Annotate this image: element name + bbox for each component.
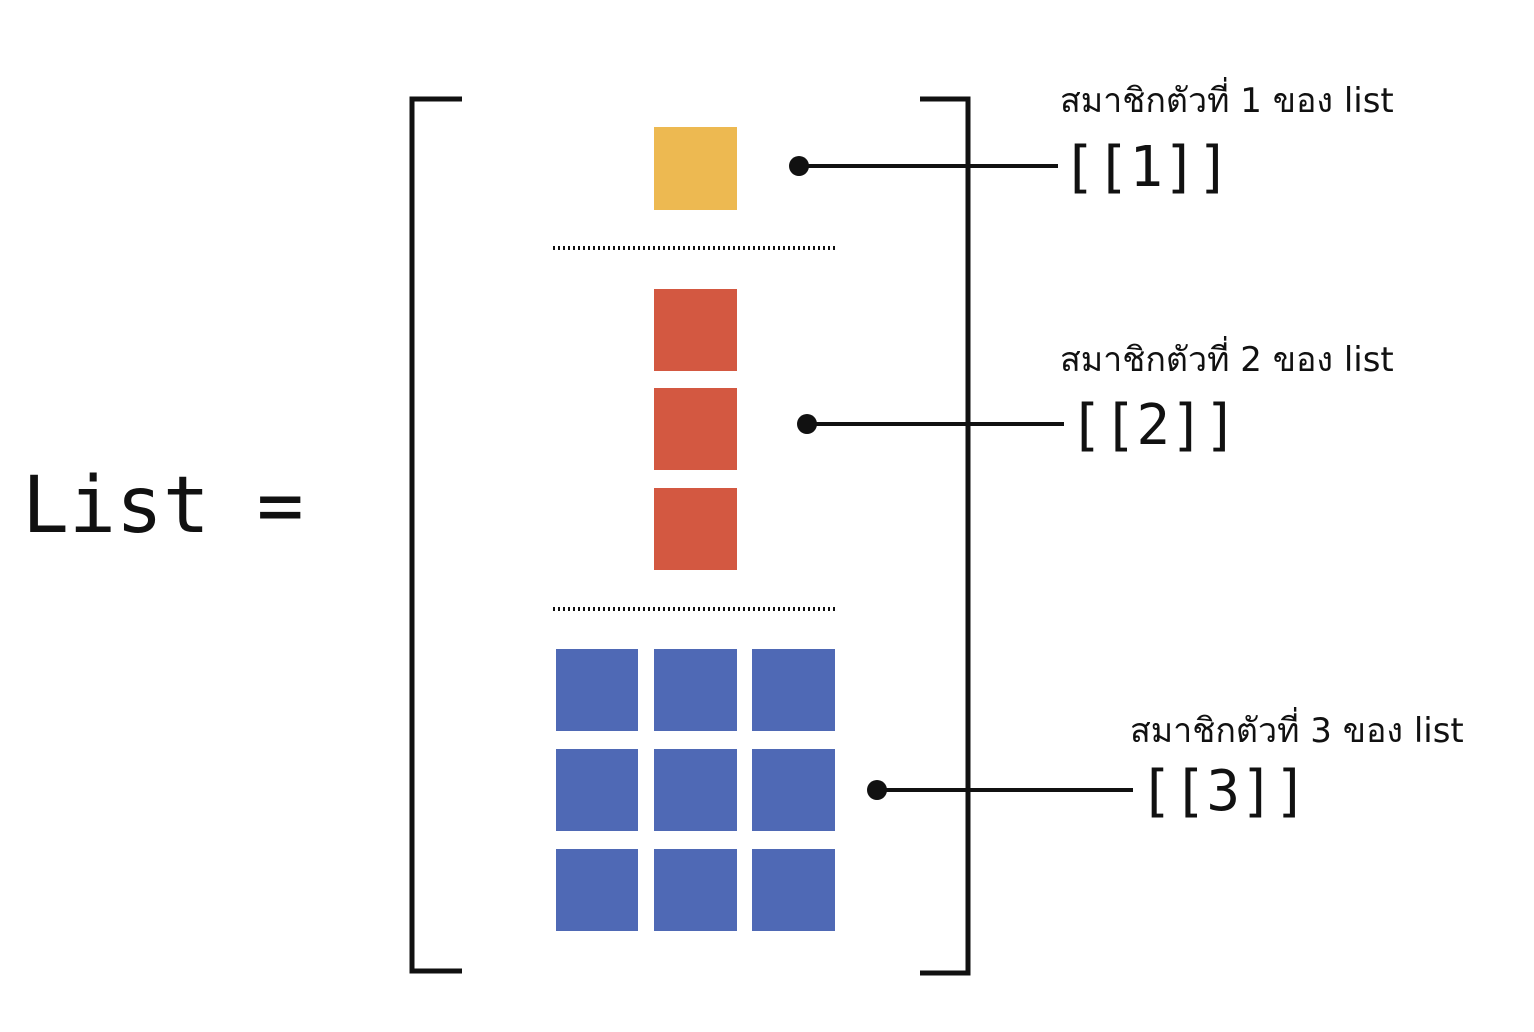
right-bracket (920, 96, 971, 976)
element-3-caption: สมาชิกตัวที่ 3 ของ list (1130, 707, 1464, 751)
element-3-block (556, 749, 638, 831)
element-1-caption: สมาชิกตัวที่ 1 ของ list (1060, 77, 1394, 121)
element-2-block (654, 289, 737, 371)
element-1-pointer (789, 156, 1058, 176)
element-3-block (654, 649, 737, 731)
element-3-block (752, 849, 835, 931)
element-2-block (654, 388, 737, 470)
element-3-pointer (867, 780, 1133, 800)
element-3-block (556, 649, 638, 731)
element-3-block (752, 649, 835, 731)
list-label: List = (22, 461, 304, 551)
element-3-block (752, 749, 835, 831)
element-2-index: [[2]] (1069, 393, 1238, 458)
element-3-group (556, 649, 835, 931)
element-3-block (654, 849, 737, 931)
element-2-caption: สมาชิกตัวที่ 2 ของ list (1060, 336, 1394, 380)
element-3-index: [[3]] (1139, 759, 1308, 824)
element-3-block (654, 749, 737, 831)
element-2-block (654, 488, 737, 570)
element-3-block (556, 849, 638, 931)
element-1-group (654, 127, 737, 210)
left-bracket (409, 96, 462, 974)
element-2-pointer (797, 414, 1064, 434)
element-1-block (654, 127, 737, 210)
element-1-index: [[1]] (1062, 135, 1231, 200)
element-2-group (654, 289, 737, 570)
